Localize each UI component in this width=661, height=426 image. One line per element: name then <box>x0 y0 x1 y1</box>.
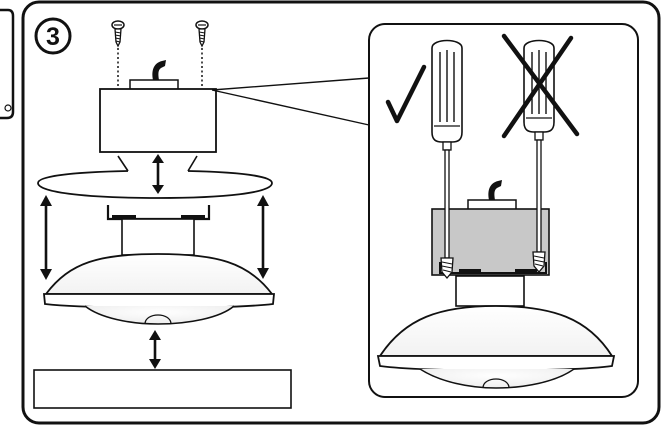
double-arrow-icon <box>152 154 164 194</box>
double-arrow-icon <box>149 330 161 369</box>
screwdriver-icon <box>431 39 463 280</box>
lamp-fixture <box>43 218 275 325</box>
cross-icon <box>501 33 580 139</box>
junction-box <box>99 60 217 153</box>
double-arrow-icon <box>40 195 52 280</box>
check-icon <box>385 64 427 124</box>
previous-panel-edge <box>0 8 15 120</box>
screw-icon <box>195 20 209 48</box>
detail-callout-line <box>211 77 370 126</box>
screw-icon <box>111 20 125 48</box>
ceiling-surface <box>33 369 292 409</box>
ring-gasket <box>37 155 273 199</box>
double-arrow-icon <box>257 195 269 279</box>
lamp-fixture-detail <box>376 275 616 389</box>
step-number-badge: 3 <box>34 17 72 55</box>
step-number: 3 <box>46 23 60 51</box>
